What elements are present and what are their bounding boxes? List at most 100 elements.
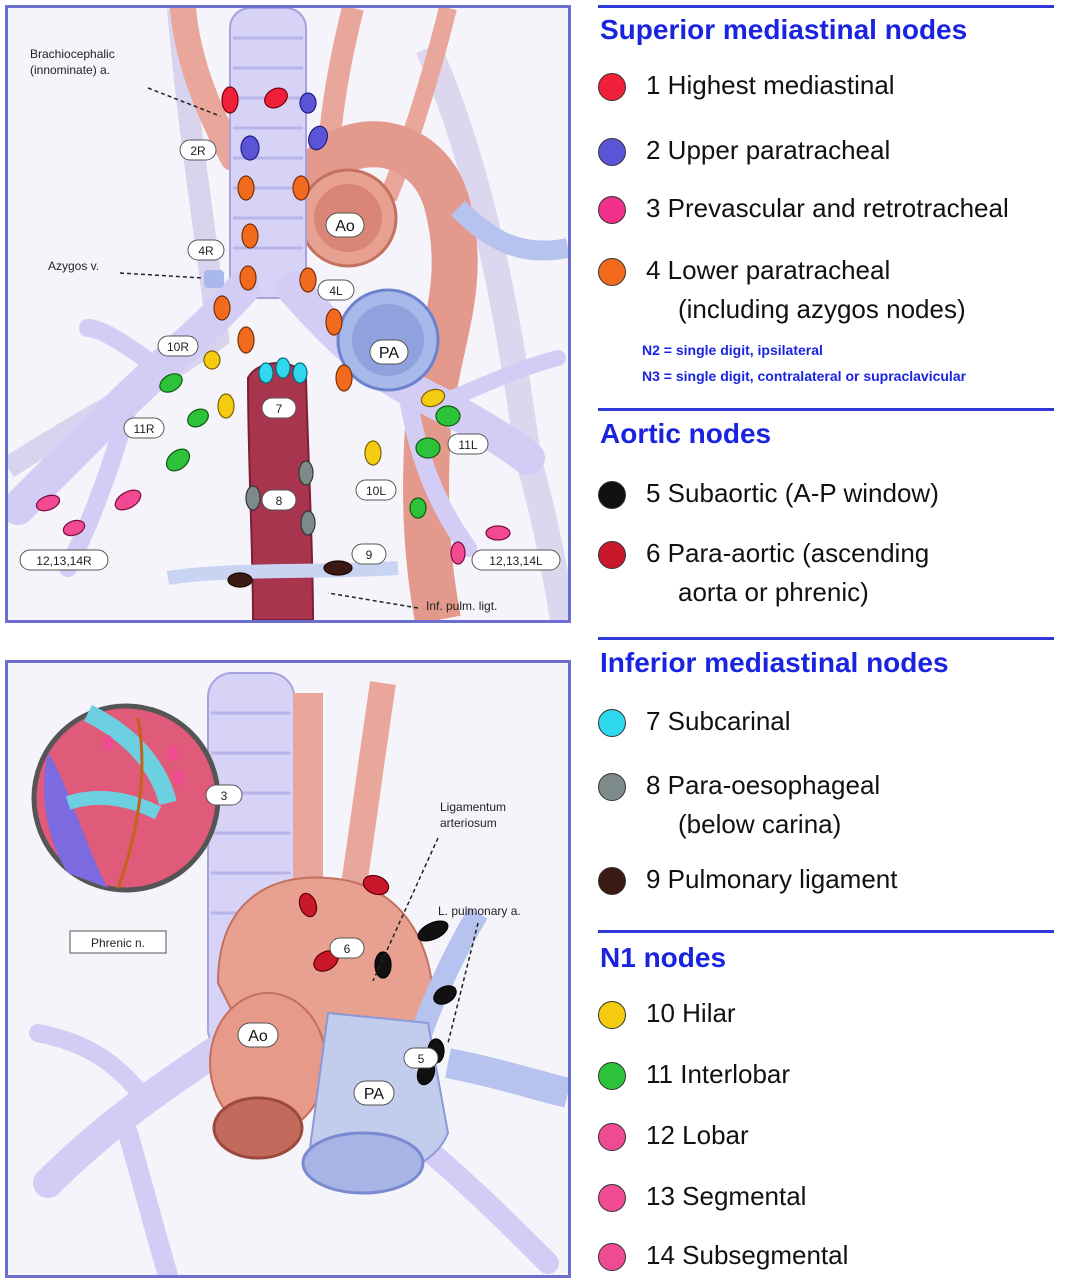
legend-item-4-text: 4 Lower paratracheal (including azygos n… — [646, 251, 966, 329]
n1-rule — [598, 930, 1054, 933]
label-inf-pulm-ligt: Inf. pulm. ligt. — [426, 599, 497, 613]
label-pa-bottom-text: PA — [364, 1086, 384, 1103]
tag-12-13-14r-label: 12,13,14R — [36, 554, 92, 568]
tag-11l-label: 11L — [458, 438, 477, 452]
tag-7: 7 — [261, 397, 297, 419]
label-ao-bottom: Ao — [237, 1022, 279, 1048]
legend-item-6-text: 6 Para-aortic (ascending aorta or phreni… — [646, 534, 929, 612]
n1-title: N1 nodes — [600, 942, 727, 973]
top-anatomy-diagram: 2R 4R 4L 10R 7 11R 8 10L 11L 9 12,13,14R… — [5, 5, 571, 623]
legend-item-10: 10 Hilar — [598, 998, 736, 1033]
tag-4l: 4L — [317, 279, 355, 301]
station-tags-top: 2R 4R 4L 10R 7 11R 8 10L 11L 9 12,13,14R… — [19, 139, 561, 571]
tag-11r-label: 11R — [133, 422, 154, 436]
legend-item-1: 1 Highest mediastinal — [598, 70, 895, 105]
superior-rule — [598, 5, 1054, 8]
label-brachiocephalic-2: (innominate) a. — [30, 63, 110, 77]
tag-2r-label: 2R — [190, 144, 206, 158]
legend-item-13-text: 13 Segmental — [646, 1181, 807, 1211]
node-dot-14 — [598, 1243, 626, 1271]
legend-item-12: 12 Lobar — [598, 1120, 749, 1155]
tag-10l-label: 10L — [366, 484, 386, 498]
tag-11l: 11L — [447, 433, 489, 455]
note-n3: N3 = single digit, contralateral or supr… — [642, 368, 967, 384]
tag-6-label: 6 — [344, 942, 351, 956]
tag-12-13-14l-label: 12,13,14L — [489, 554, 543, 568]
inferior-rule — [598, 637, 1054, 640]
label-pa-bottom: PA — [353, 1080, 395, 1106]
note-n2: N2 = single digit, ipsilateral — [642, 342, 823, 358]
tag-6: 6 — [329, 937, 365, 959]
tag-2r: 2R — [179, 139, 217, 161]
node-dot-9 — [598, 867, 626, 895]
top-anatomy-illustration: 2R 4R 4L 10R 7 11R 8 10L 11L 9 12,13,14R… — [8, 8, 568, 620]
legend-item-3-text: 3 Prevascular and retrotracheal — [646, 193, 1009, 223]
label-pa-top-text: PA — [379, 345, 399, 362]
label-phrenic-text: Phrenic n. — [91, 936, 145, 950]
tag-10r-label: 10R — [167, 340, 189, 354]
legend-item-14: 14 Subsegmental — [598, 1240, 848, 1275]
label-ao-top-text: Ao — [335, 218, 355, 235]
legend-item-8-text: 8 Para-oesophageal (below carina) — [646, 766, 880, 844]
label-azygos: Azygos v. — [48, 259, 99, 273]
label-l-pulmonary: L. pulmonary a. — [438, 904, 521, 918]
node-dot-12 — [598, 1123, 626, 1151]
node-dot-11 — [598, 1062, 626, 1090]
node-dot-13 — [598, 1184, 626, 1212]
label-ligamentum-2: arteriosum — [440, 816, 497, 830]
legend-item-2: 2 Upper paratracheal — [598, 135, 890, 170]
legend-item-13: 13 Segmental — [598, 1181, 806, 1216]
legend-item-9: 9 Pulmonary ligament — [598, 864, 897, 899]
legend-item-1-text: 1 Highest mediastinal — [646, 70, 895, 100]
superior-title: Superior mediastinal nodes — [600, 14, 968, 45]
legend-item-4: 4 Lower paratracheal (including azygos n… — [598, 255, 966, 329]
tag-3-label: 3 — [221, 789, 228, 803]
legend-item-8-line2: (below carina) — [678, 809, 842, 839]
tag-9-label: 9 — [366, 548, 373, 562]
node-dot-1 — [598, 73, 626, 101]
legend: Superior mediastinal nodes 1 Highest med… — [598, 0, 1068, 1280]
tag-12-13-14r: 12,13,14R — [19, 549, 109, 571]
tag-10l: 10L — [355, 479, 397, 501]
tag-4r: 4R — [187, 239, 225, 261]
legend-item-5-text: 5 Subaortic (A-P window) — [646, 478, 939, 508]
legend-item-5: 5 Subaortic (A-P window) — [598, 478, 939, 513]
legend-item-2-text: 2 Upper paratracheal — [646, 135, 891, 165]
node-dot-10 — [598, 1001, 626, 1029]
node-dot-3 — [598, 196, 626, 224]
tag-8-label: 8 — [276, 494, 283, 508]
bottom-anatomy-diagram: 3 6 5 Ligamentum arteriosum L. pulmonary… — [5, 660, 571, 1278]
legend-item-14-text: 14 Subsegmental — [646, 1240, 849, 1270]
legend-item-8: 8 Para-oesophageal (below carina) — [598, 770, 880, 844]
legend-item-6: 6 Para-aortic (ascending aorta or phreni… — [598, 538, 929, 612]
aortic-rule — [598, 408, 1054, 411]
legend-item-6-line2: aorta or phrenic) — [678, 577, 869, 607]
legend-item-12-text: 12 Lobar — [646, 1120, 749, 1150]
legend-item-4-line1: 4 Lower paratracheal — [646, 255, 891, 285]
tag-9: 9 — [351, 543, 387, 565]
legend-item-6-line1: 6 Para-aortic (ascending — [646, 538, 930, 568]
legend-item-10-text: 10 Hilar — [646, 998, 736, 1028]
node-dot-4 — [598, 258, 626, 286]
label-pa-top: PA — [369, 339, 409, 365]
legend-item-11-text: 11 Interlobar — [646, 1059, 791, 1089]
label-ao-bottom-text: Ao — [248, 1028, 268, 1045]
tag-4r-label: 4R — [198, 244, 214, 258]
tag-11r: 11R — [123, 417, 165, 439]
legend-item-11: 11 Interlobar — [598, 1059, 790, 1094]
label-brachiocephalic-1: Brachiocephalic — [30, 47, 115, 61]
legend-item-3: 3 Prevascular and retrotracheal — [598, 193, 1009, 228]
tag-7-label: 7 — [276, 402, 283, 416]
legend-item-4-line2: (including azygos nodes) — [678, 294, 966, 324]
legend-item-7: 7 Subcarinal — [598, 706, 791, 741]
label-phrenic: Phrenic n. — [69, 930, 167, 954]
legend-item-9-text: 9 Pulmonary ligament — [646, 864, 898, 894]
bottom-anatomy-illustration: 3 6 5 Ligamentum arteriosum L. pulmonary… — [29, 672, 568, 1275]
inferior-title: Inferior mediastinal nodes — [600, 647, 949, 678]
node-dot-6 — [598, 541, 626, 569]
tag-5: 5 — [403, 1047, 439, 1069]
legend-item-7-text: 7 Subcarinal — [646, 706, 791, 736]
node-dot-8 — [598, 773, 626, 801]
node-dot-5 — [598, 481, 626, 509]
tag-8: 8 — [261, 489, 297, 511]
